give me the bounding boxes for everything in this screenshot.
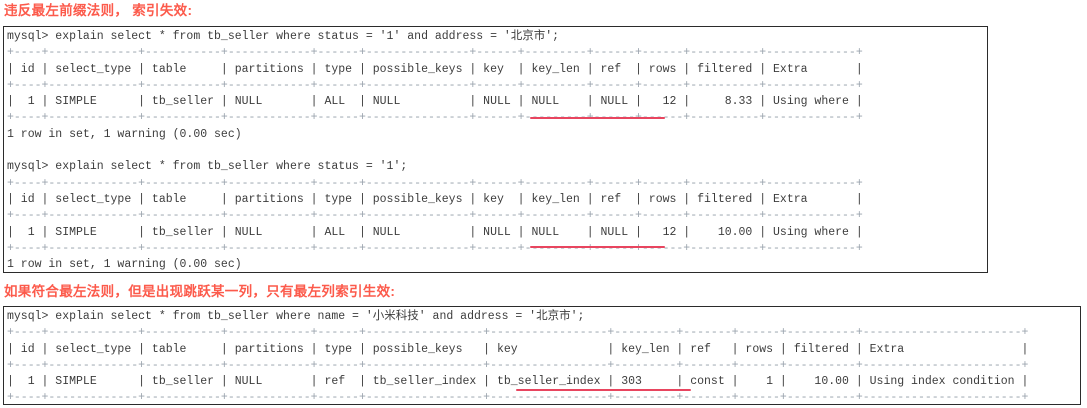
terminal-line: | 1 | SIMPLE | tb_seller | NULL | ALL | … — [7, 95, 863, 109]
second-console-panel: mysql> explain select * from tb_seller w… — [3, 306, 1081, 405]
terminal-line: mysql> explain select * from tb_seller w… — [7, 160, 408, 174]
terminal-line: | id | select_type | table | partitions … — [7, 342, 1029, 356]
terminal-line: +----+-------------+-----------+--------… — [7, 176, 863, 190]
underline-key-keylen-query3 — [516, 389, 691, 391]
terminal-line: +----+-------------+-----------+--------… — [7, 209, 863, 223]
terminal-line: +----+-------------+-----------+--------… — [7, 241, 863, 255]
terminal-line: 1 row in set, 1 warning (0.00 sec) — [7, 127, 242, 141]
terminal-line: | id | select_type | table | partitions … — [7, 62, 863, 76]
terminal-line: +----+-------------+-----------+--------… — [7, 46, 863, 60]
terminal-line: mysql> explain select * from tb_seller w… — [7, 310, 585, 323]
terminal-line: | id | select_type | table | partitions … — [7, 192, 863, 206]
terminal-line: +----+-------------+-----------+--------… — [7, 358, 1029, 372]
terminal-line: 1 row in set, 1 warning (0.00 sec) — [7, 258, 242, 272]
terminal-line: +----+-------------+-----------+--------… — [7, 78, 863, 92]
underline-key-keylen-query2 — [530, 246, 665, 248]
terminal-line: | 1 | SIMPLE | tb_seller | NULL | ALL | … — [7, 225, 863, 239]
terminal-line: | 1 | SIMPLE | tb_seller | NULL | ref | … — [7, 375, 1029, 389]
terminal-line: +----+-------------+-----------+--------… — [7, 326, 1029, 340]
underline-key-keylen-query1 — [530, 117, 665, 119]
terminal-line: +----+-------------+-----------+--------… — [7, 111, 863, 125]
section-heading-leftmost-rule: 如果符合最左法则，但是出现跳跃某一列，只有最左列索引生效: — [4, 284, 396, 299]
terminal-line: mysql> explain select * from tb_seller w… — [7, 30, 560, 43]
section-heading-violation: 违反最左前缀法则， 索引失效: — [4, 3, 193, 18]
terminal-line — [7, 143, 987, 159]
terminal-line: +----+-------------+-----------+--------… — [7, 391, 1029, 405]
first-console-panel: mysql> explain select * from tb_seller w… — [3, 26, 988, 273]
